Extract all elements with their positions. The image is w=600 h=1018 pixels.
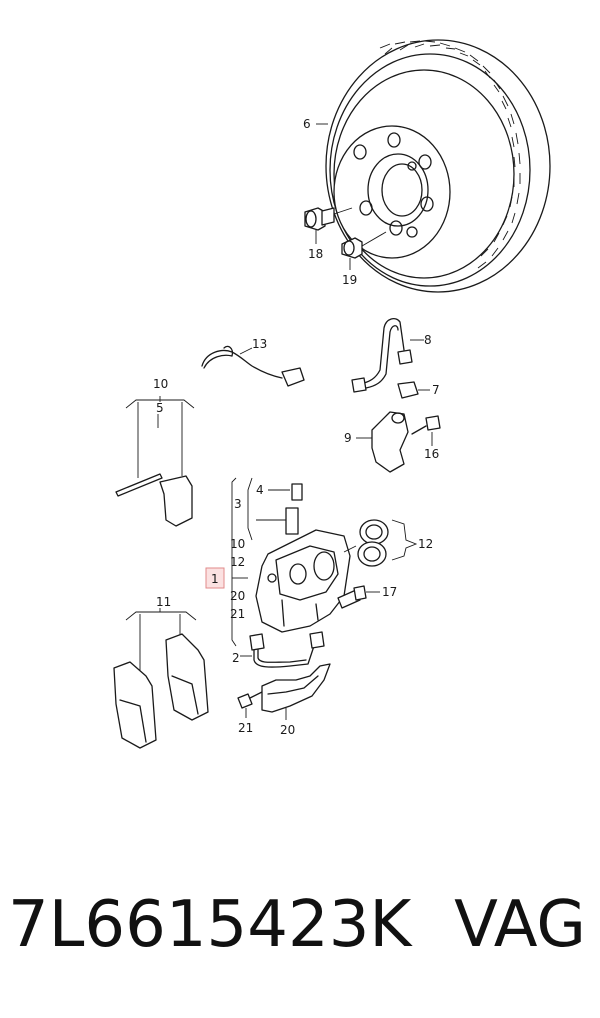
- label-6: 6: [303, 117, 311, 131]
- bolt-17: [337, 585, 380, 609]
- bolt-18: [304, 207, 353, 244]
- brake-pads-11: [113, 608, 209, 749]
- label-21: 21: [238, 721, 253, 735]
- bolt-21: [237, 691, 263, 718]
- bracket-9: [356, 411, 409, 473]
- caliper-group-bracket: [231, 477, 253, 647]
- label-13: 13: [252, 337, 267, 351]
- highlight-caliper-1: [205, 567, 225, 589]
- guide-pin-kit-10: [115, 396, 195, 527]
- label-2: 2: [232, 651, 240, 665]
- part-number: 7L6615423K: [8, 888, 412, 962]
- label-21-sub: 21: [230, 607, 245, 621]
- label-18: 18: [308, 247, 323, 261]
- bolt-19: [341, 231, 387, 270]
- spring-20: [261, 663, 331, 720]
- label-11: 11: [156, 595, 171, 609]
- label-9: 9: [344, 431, 352, 445]
- seal-12: [357, 519, 418, 567]
- label-12-seal: 12: [418, 537, 433, 551]
- label-1: 1: [211, 572, 219, 586]
- label-8: 8: [424, 333, 432, 347]
- bleed-screws: [256, 483, 303, 535]
- label-20: 20: [280, 723, 295, 737]
- label-3: 3: [234, 497, 242, 511]
- bolt-16: [411, 415, 441, 446]
- label-19: 19: [342, 273, 357, 287]
- brand-name: VAG: [454, 888, 586, 962]
- brake-line-2: [240, 631, 325, 668]
- clip-7: [397, 381, 430, 399]
- label-5: 5: [156, 401, 164, 415]
- label-10-sub: 10: [230, 537, 245, 551]
- label-10-kit: 10: [153, 377, 168, 391]
- label-4: 4: [256, 483, 264, 497]
- label-20-sub: 20: [230, 589, 245, 603]
- brake-disc: [325, 39, 551, 293]
- exploded-parts-diagram: 6 18 19 13 8 7: [113, 39, 551, 749]
- brake-hose-8: [351, 317, 424, 393]
- label-12-sub: 12: [230, 555, 245, 569]
- label-17: 17: [382, 585, 397, 599]
- label-16: 16: [424, 447, 439, 461]
- brake-caliper: [255, 529, 357, 633]
- wear-sensor-13: [201, 345, 305, 387]
- label-7: 7: [432, 383, 440, 397]
